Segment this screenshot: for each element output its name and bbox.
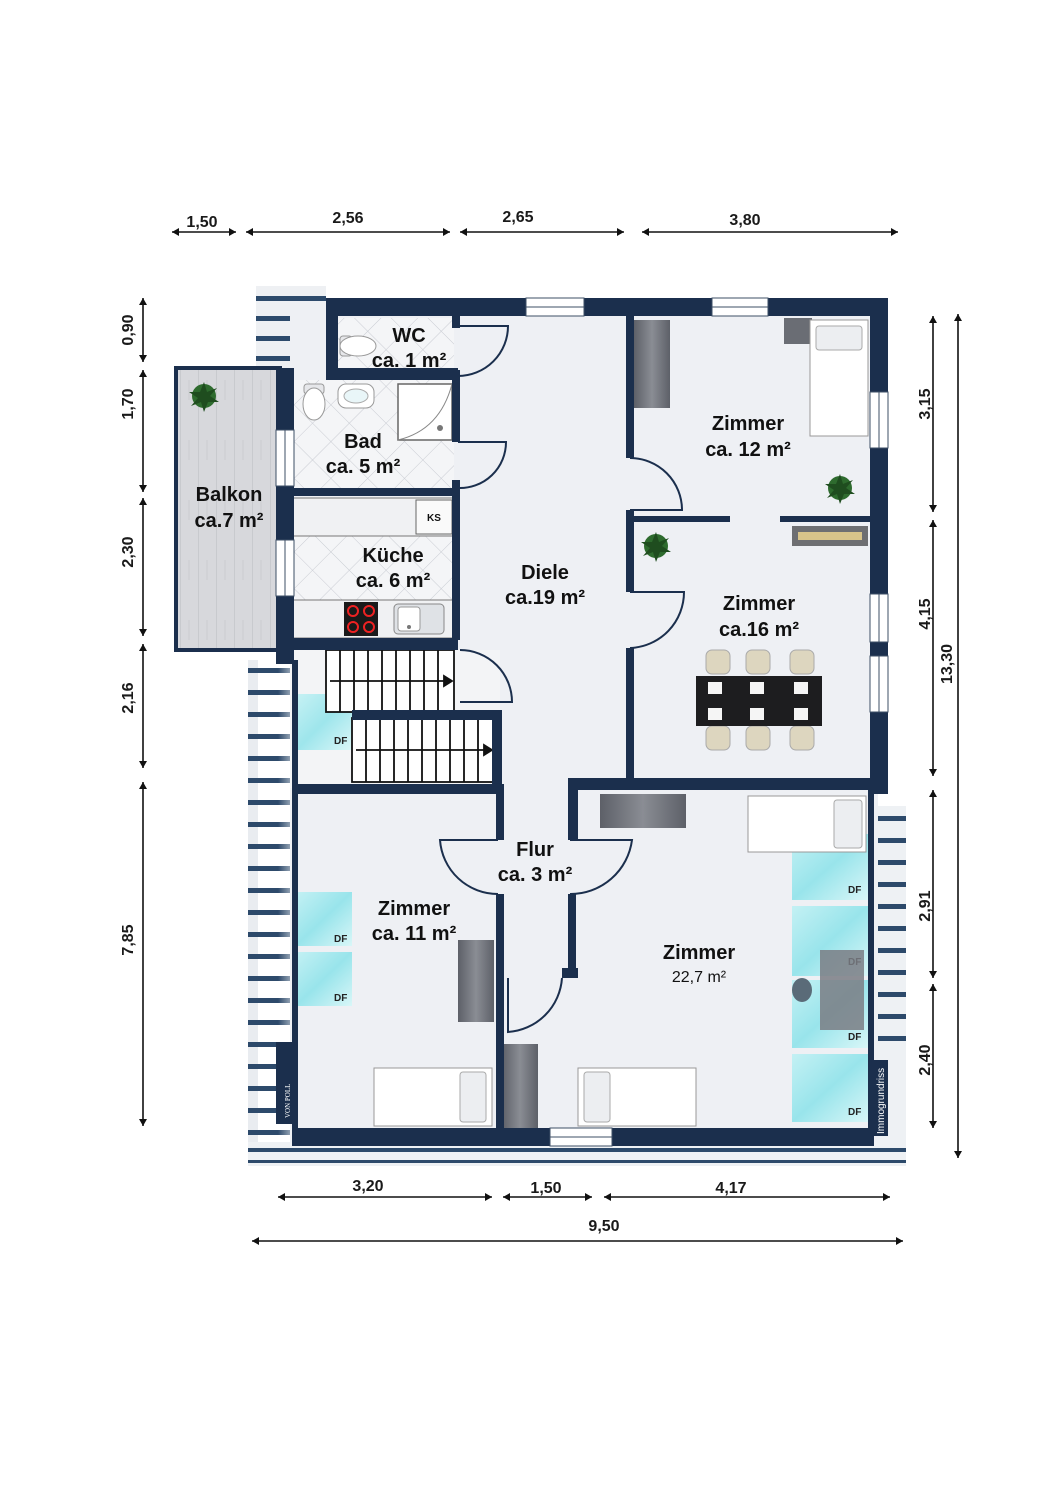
kitchen-sink-icon [393,603,445,635]
room-area: ca. 3 m² [498,864,573,886]
dim-right-total: 13,30 [939,644,956,684]
dim-bottom-3: 4,17 [715,1180,746,1197]
credit-text: Immogrundriss [876,1068,887,1134]
room-area: ca.19 m² [505,587,585,609]
dim-right-1: 3,15 [917,388,934,419]
room-area: ca. 12 m² [705,439,791,461]
toilet-icon [339,335,377,357]
dim-right-2: 4,15 [917,598,934,629]
plant-icon [189,382,219,412]
room-area: ca. 5 m² [326,456,401,478]
dim-bottom-2: 1,50 [530,1180,561,1197]
room-name: Zimmer [712,413,784,435]
furniture [291,318,869,1128]
dimensions-left [139,298,147,1126]
logo: VON POLL [276,1042,296,1124]
bed-icon [577,1067,697,1127]
bed-icon [809,319,869,437]
windows [275,297,889,1147]
dimensions-right [929,314,962,1158]
plant-icon [641,532,671,562]
room-zimmer-11: Zimmer ca. 11 m² [372,898,457,945]
bed-icon [747,795,867,853]
fridge-label: KS [427,513,441,524]
doors [438,325,686,1034]
sink-icon [337,383,375,409]
room-name: Zimmer [663,942,735,964]
stove-icon [344,602,378,636]
room-name: Balkon [196,484,263,506]
skylight-label: DF [848,1032,861,1043]
room-name: Zimmer [378,898,450,920]
dim-top-1: 1,50 [186,214,217,231]
balcony [174,366,282,652]
room-area: 22,7 m² [672,969,727,986]
room-kueche: Küche ca. 6 m² [356,545,431,592]
room-area: ca.16 m² [719,619,799,641]
toilet-icon [302,383,326,421]
desk-icon [792,950,864,1030]
dim-top-2: 2,56 [332,210,363,227]
room-bad: Bad ca. 5 m² [326,431,401,478]
credit: Immogrundriss [872,1060,888,1136]
skylight-label: DF [334,993,347,1004]
dim-bottom-1: 3,20 [352,1178,383,1195]
dimensions-top [172,228,898,236]
room-name: Diele [521,562,569,584]
shower-icon [397,383,453,441]
dim-bottom-total: 9,50 [588,1218,619,1235]
skylight-label: DF [848,1107,861,1118]
dim-right-4: 2,40 [917,1044,934,1075]
room-area: ca. 11 m² [372,923,457,945]
room-name: Zimmer [723,593,795,615]
dimensions-bottom [252,1193,903,1245]
dim-left-2: 1,70 [120,388,137,419]
dim-top-4: 3,80 [729,212,760,229]
room-area: ca. 1 m² [372,350,447,372]
plant-icon [825,474,855,504]
dim-right-3: 2,91 [917,890,934,921]
dining-table-icon [696,649,822,751]
dim-left-1: 0,90 [120,314,137,345]
shelf-icon [792,526,868,546]
dim-top-3: 2,65 [502,209,533,226]
room-balkon: Balkon ca.7 m² [195,484,264,532]
skylight-label: DF [334,934,347,945]
room-wc: WC ca. 1 m² [372,325,447,372]
room-flur: Flur ca. 3 m² [498,839,573,886]
dim-left-5: 7,85 [120,924,137,955]
skylight-label: DF [334,736,347,747]
room-area: ca. 6 m² [356,570,431,592]
dim-left-4: 2,16 [120,682,137,713]
room-name: Flur [516,839,554,861]
skylight-label: DF [848,885,861,896]
room-zimmer-12: Zimmer ca. 12 m² [705,413,791,461]
room-zimmer-22-7: Zimmer 22,7 m² [663,942,735,986]
bed-icon [373,1067,493,1127]
room-name: WC [392,325,425,347]
room-name: Küche [362,545,423,567]
logo-text: VON POLL [284,1084,292,1118]
dim-left-3: 2,30 [120,536,137,567]
room-name: Bad [344,431,382,453]
room-zimmer-16: Zimmer ca.16 m² [719,593,799,641]
room-area: ca.7 m² [195,510,264,532]
room-diele: Diele ca.19 m² [505,562,585,609]
